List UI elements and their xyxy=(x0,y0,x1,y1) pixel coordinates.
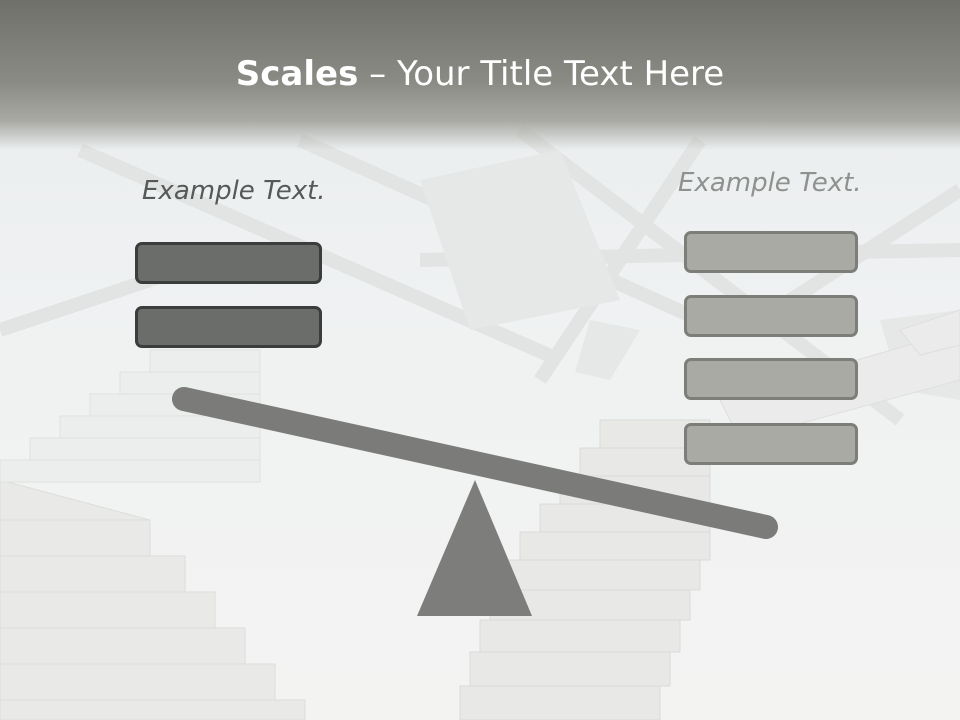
left-label[interactable]: Example Text. xyxy=(142,176,326,206)
right-block-4[interactable] xyxy=(684,423,858,465)
right-label[interactable]: Example Text. xyxy=(678,168,862,198)
fulcrum-triangle[interactable] xyxy=(417,480,532,616)
slide-title[interactable]: Scales – Your Title Text Here xyxy=(0,52,960,96)
right-block-1[interactable] xyxy=(684,231,858,273)
title-bold-text: Scales xyxy=(235,54,359,94)
right-block-2[interactable] xyxy=(684,295,858,337)
scale-beam[interactable] xyxy=(172,387,778,539)
left-block-1[interactable] xyxy=(135,242,322,284)
title-text: – Your Title Text Here xyxy=(358,54,725,94)
title-bar: Scales – Your Title Text Here xyxy=(0,0,960,150)
left-block-2[interactable] xyxy=(135,306,322,348)
right-block-3[interactable] xyxy=(684,358,858,400)
